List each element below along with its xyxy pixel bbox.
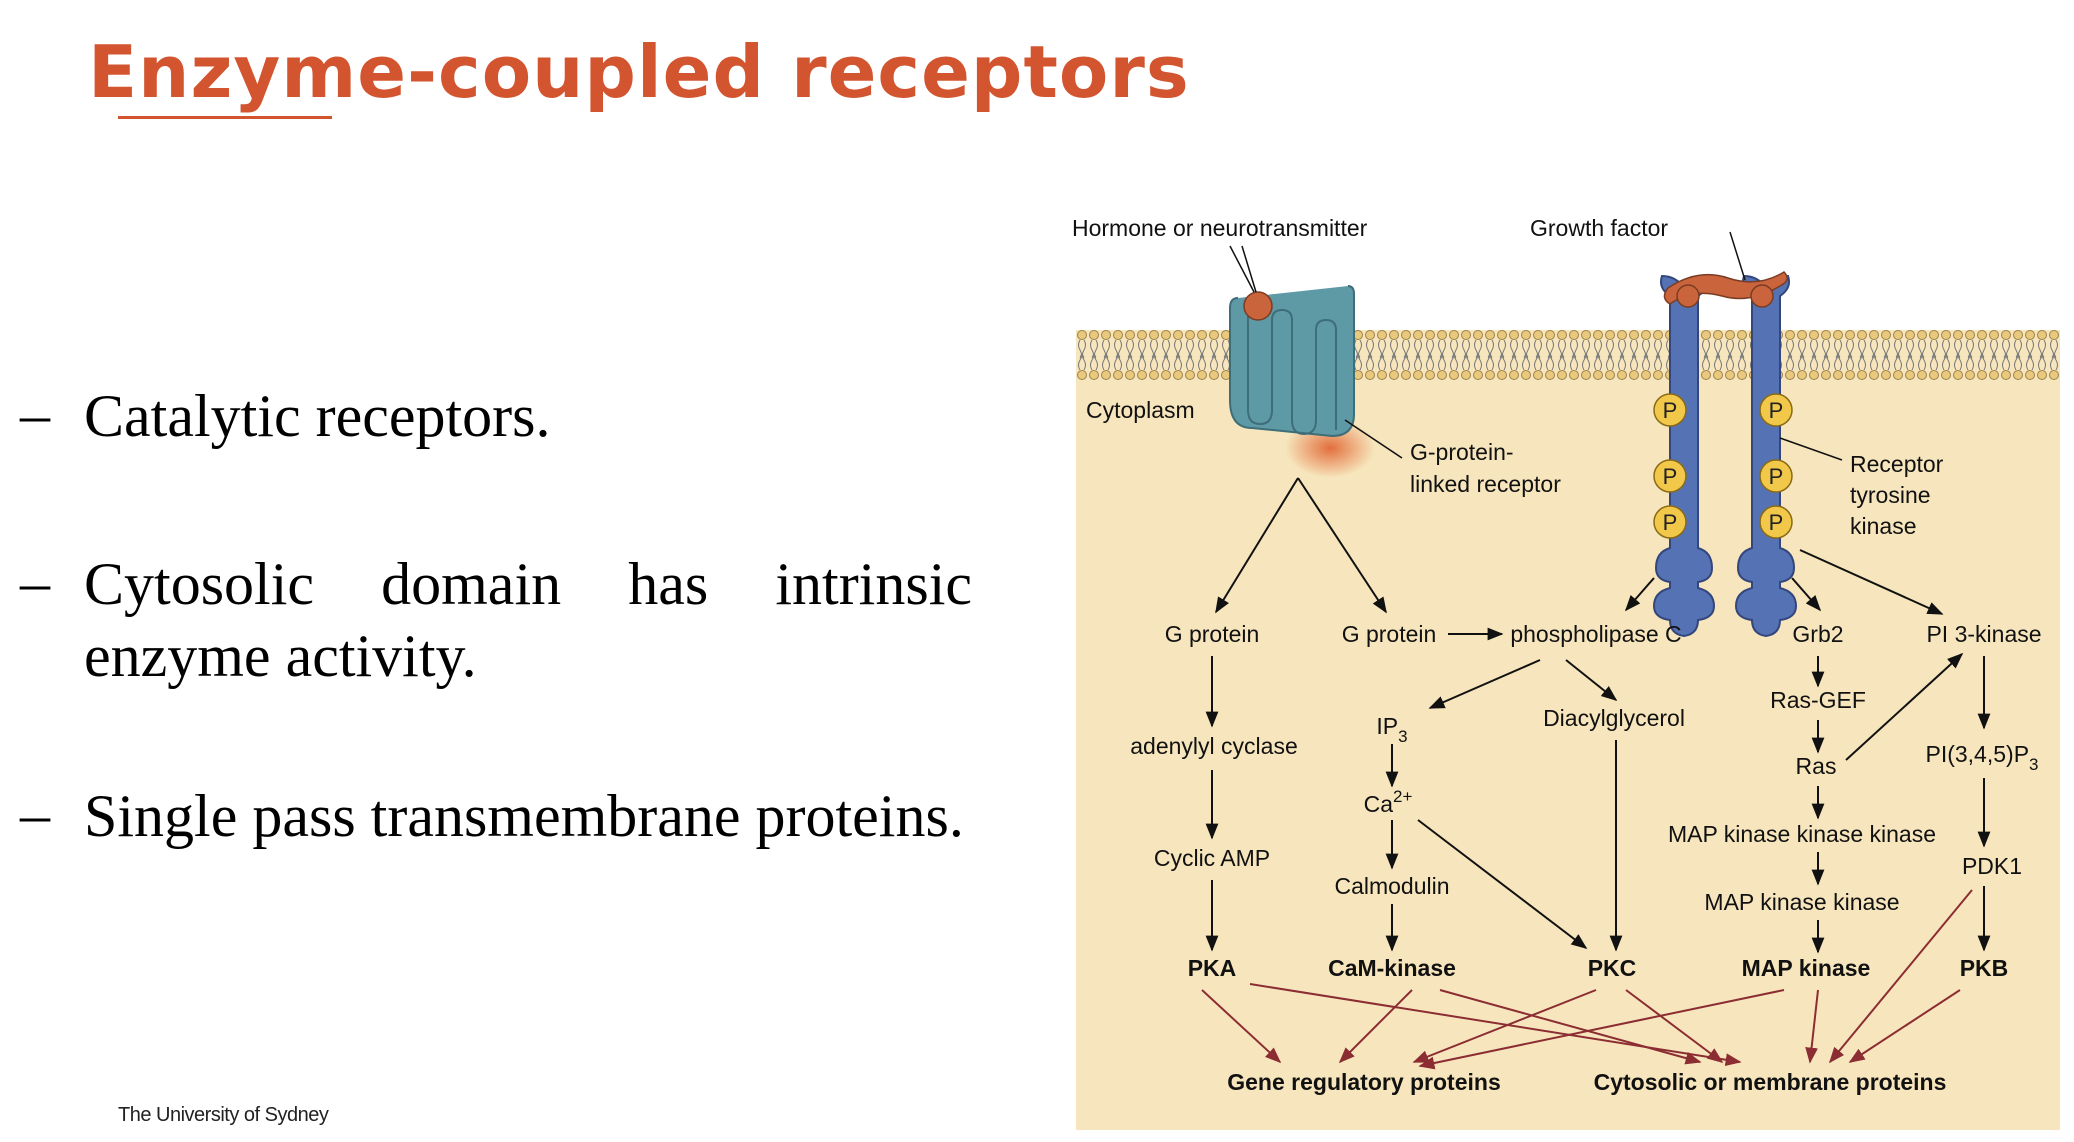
effector-arrows (1201, 889, 1973, 1070)
arrow-mapk-to-gene-reg (1418, 989, 1785, 1070)
svg-text:P: P (1663, 510, 1678, 535)
pip3-label: PI(3,4,5)P3 (1925, 741, 2038, 774)
pdk1-label: PDK1 (1962, 853, 2022, 879)
rtk-label-line1: Receptor (1850, 451, 1944, 477)
cytoplasm-area (1076, 330, 2060, 1130)
svg-text:P: P (1769, 464, 1784, 489)
svg-text:P: P (1663, 398, 1678, 423)
rtk-label-line3: kinase (1850, 513, 1916, 539)
arrow-pkc-to-cyto-mem (1625, 989, 1724, 1063)
pi3-kinase-label: PI 3-kinase (1926, 621, 2041, 647)
hormone-pointer-line (1241, 245, 1257, 293)
ca2-label: Ca2+ (1364, 787, 1413, 817)
pathway-arrows (1205, 477, 1991, 954)
arrow-mapk-to-cyto-mem (1805, 989, 1819, 1064)
arrow-ca-to-pkc (1417, 819, 1588, 949)
hormone-pointer-line-2 (1229, 245, 1255, 293)
slide-title: Enzyme-coupled receptors (88, 30, 1190, 114)
cytoplasm-label: Cytoplasm (1086, 397, 1195, 423)
mapk-label: MAP kinase (1742, 955, 1871, 981)
growth-factor-label: Growth factor (1530, 215, 1668, 241)
adenylyl-cyclase-label: adenylyl cyclase (1130, 733, 1297, 759)
arrow-pkb-to-cyto-mem (1848, 989, 1961, 1063)
grb2-label: Grb2 (1792, 621, 1843, 647)
gpcr-pointer-line (1344, 419, 1403, 459)
rtk-label-line2: tyrosine (1850, 482, 1931, 508)
g-protein-right-label: G protein (1342, 621, 1437, 647)
rtk-receptor-shape (1652, 271, 1798, 638)
gpcr-receptor-shape (1229, 285, 1375, 478)
svg-text:P: P (1769, 510, 1784, 535)
ras-gef-label: Ras-GEF (1770, 687, 1866, 713)
gpcr-label-line1: G-protein- (1410, 439, 1514, 465)
calmodulin-label: Calmodulin (1334, 873, 1449, 899)
arrow-camk-to-cyto-mem (1439, 989, 1702, 1065)
arrow-rtk-to-pi3k (1799, 549, 1944, 615)
ras-label: Ras (1796, 753, 1837, 779)
gpcr-label-line2: linked receptor (1410, 471, 1561, 497)
hormone-label: Hormone or neurotransmitter (1072, 215, 1368, 241)
svg-text:P: P (1663, 464, 1678, 489)
pkc-label: PKC (1588, 955, 1637, 981)
phosphate-right-2: P (1759, 459, 1793, 493)
plasma-membrane (1076, 330, 2060, 380)
arrow-rtk-to-grb2 (1791, 577, 1822, 612)
svg-text:P: P (1769, 398, 1784, 423)
mapkkk-label: MAP kinase kinase kinase (1668, 821, 1936, 847)
phosphate-right-3: P (1759, 505, 1793, 539)
arrow-pka-to-cyto-mem (1249, 983, 1742, 1067)
cytosolic-membrane-label: Cytosolic or membrane proteins (1594, 1069, 1947, 1095)
arrow-rtk-to-plc (1624, 577, 1655, 612)
bullet-text: Single pass transmembrane proteins. (84, 783, 964, 849)
ip3-label: IP3 (1376, 713, 1407, 746)
phosphate-left-1: P (1653, 393, 1687, 427)
g-protein-left-label: G protein (1165, 621, 1260, 647)
growth-factor-pointer-line (1729, 231, 1746, 281)
camk-label: CaM-kinase (1328, 955, 1456, 981)
phosphate-left-2: P (1653, 459, 1687, 493)
phospholipase-c-label: phospholipase C (1510, 621, 1681, 647)
pkb-label: PKB (1960, 955, 2009, 981)
bullet-dash: – (20, 549, 50, 615)
gene-regulatory-label: Gene regulatory proteins (1227, 1069, 1501, 1095)
arrow-pdk1-to-cyto-mem (1828, 889, 1973, 1064)
bullet-dash: – (20, 381, 50, 447)
title-underline (118, 116, 332, 119)
bullet-dash: – (20, 781, 50, 847)
arrow-ras-to-pi3k (1845, 652, 1964, 761)
pka-label: PKA (1188, 955, 1237, 981)
arrow-plc-to-ip3 (1428, 659, 1541, 709)
mapkk-label: MAP kinase kinase (1704, 889, 1899, 915)
arrow-gpcr-to-gprotein-right (1297, 477, 1387, 614)
footer-text: The University of Sydney (118, 1104, 329, 1126)
arrow-pka-to-gene-reg (1201, 989, 1282, 1064)
rtk-pointer-line (1779, 437, 1843, 461)
phosphate-left-3: P (1653, 505, 1687, 539)
arrow-camk-to-gene-reg (1338, 989, 1413, 1064)
arrow-gpcr-to-gprotein-left (1215, 477, 1299, 614)
arrow-pkc-to-gene-reg (1412, 989, 1597, 1063)
arrow-plc-to-dag (1565, 659, 1618, 701)
bullet-text: Cytosolic domain has intrinsic enzyme ac… (84, 551, 972, 689)
diacylglycerol-label: Diacylglycerol (1543, 705, 1685, 731)
bullet-text: Catalytic receptors. (84, 383, 551, 449)
cyclic-amp-label: Cyclic AMP (1154, 845, 1270, 871)
phosphate-right-1: P (1759, 393, 1793, 427)
